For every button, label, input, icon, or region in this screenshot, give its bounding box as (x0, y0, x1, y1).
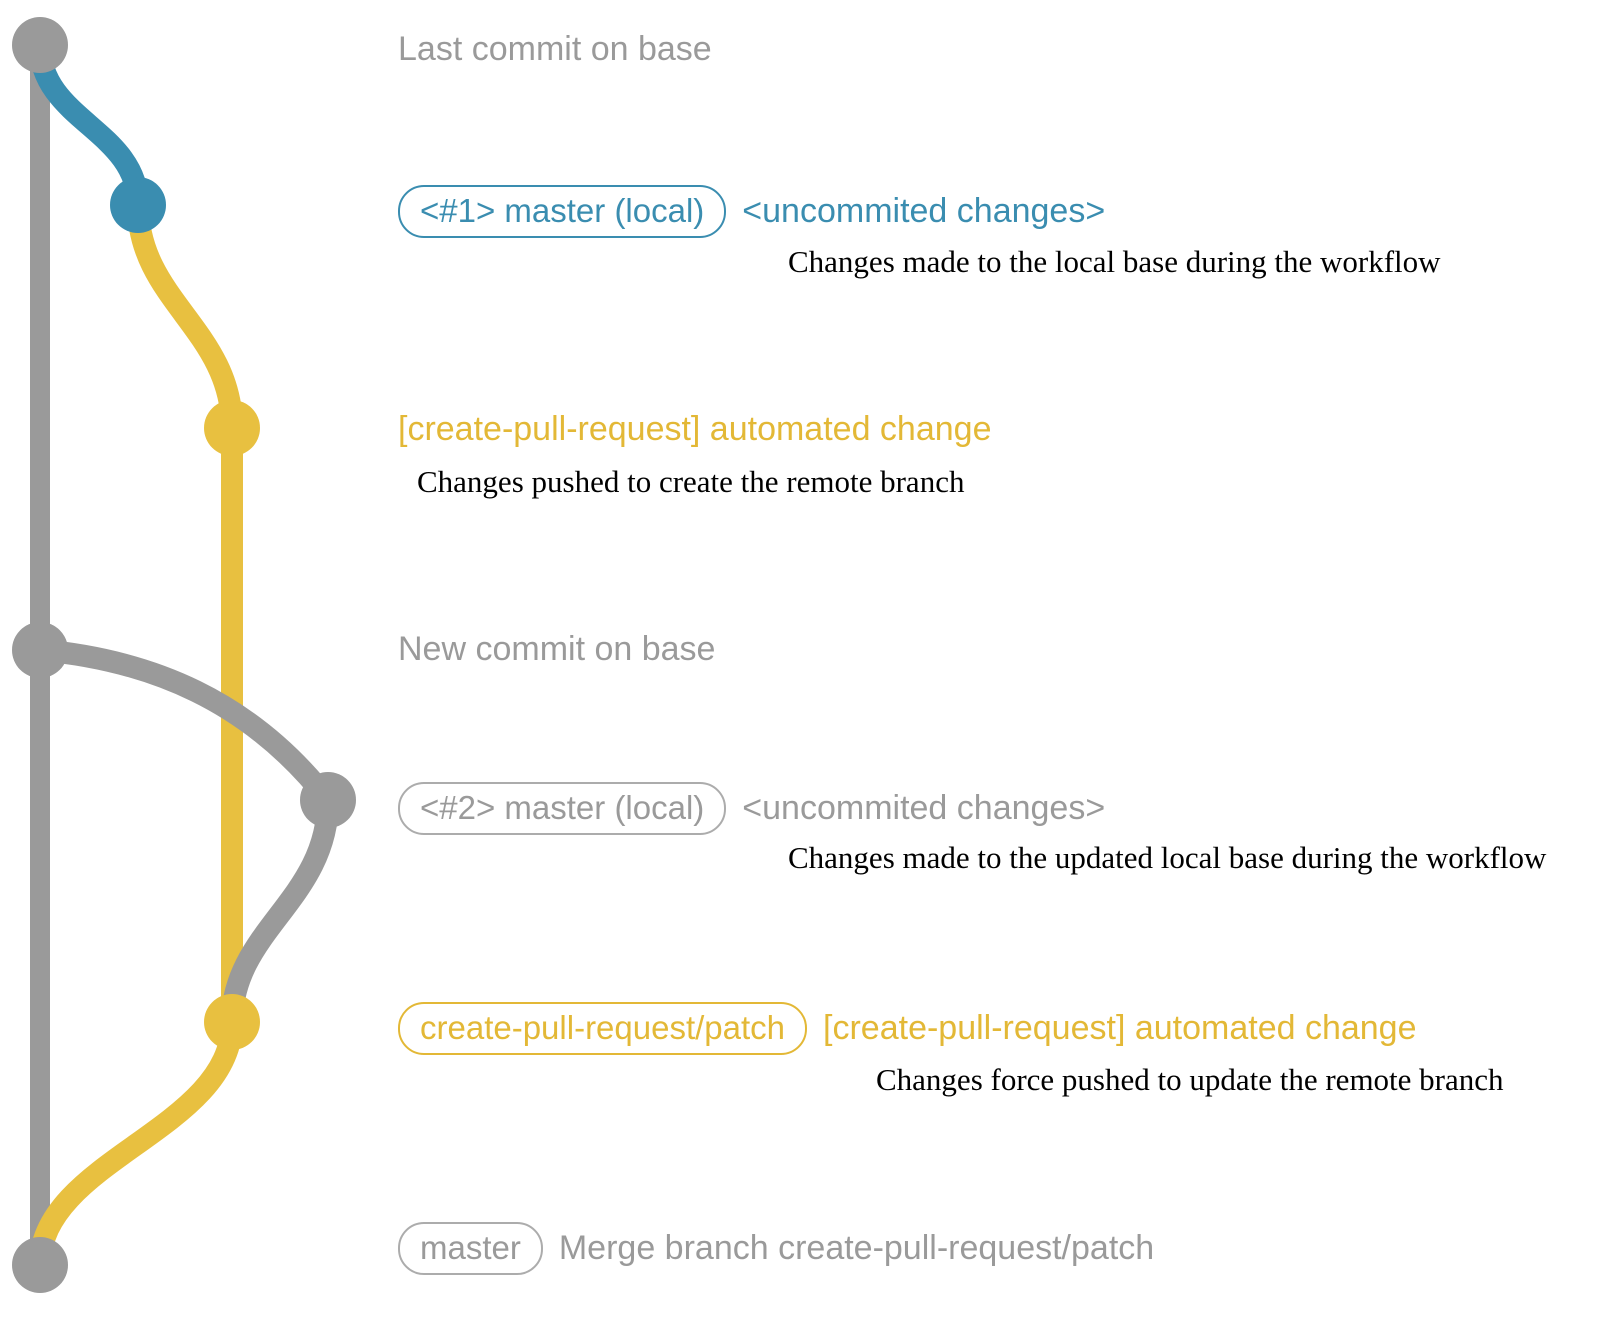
last-commit-on-base-node[interactable] (12, 17, 68, 73)
description-automated-change-1: Changes pushed to create the remote bran… (417, 464, 965, 499)
annotation-automated-change-2: create-pull-request/patch [create-pull-r… (398, 1002, 1417, 1055)
annotation-master-local-2: <#2> master (local) <uncommited changes> (398, 782, 1105, 835)
annotation-merge-commit: master Merge branch create-pull-request/… (398, 1222, 1154, 1275)
commit-title: Last commit on base (398, 30, 712, 68)
update-branch-line-1 (29, 639, 339, 811)
annotation-master-local-1: <#1> master (local) <uncommited changes> (398, 185, 1105, 238)
branch-badge-master[interactable]: master (398, 1222, 543, 1275)
description-automated-change-2: Changes force pushed to update the remot… (876, 1062, 1504, 1097)
commit-message-master-local-1: <uncommited changes> (742, 192, 1106, 230)
master-local-2-node[interactable] (300, 772, 356, 828)
automated-change-1-node[interactable] (204, 400, 260, 456)
master-local-1-node[interactable] (110, 177, 166, 233)
merge-commit-node[interactable] (12, 1237, 68, 1293)
annotation-automated-change-1: [create-pull-request] automated change (398, 410, 991, 449)
commit-title-new-commit-on-base: New commit on base (398, 630, 716, 668)
merge-line (29, 1011, 243, 1276)
automated-change-2-node[interactable] (204, 994, 260, 1050)
commit-message-master-local-2: <uncommited changes> (742, 789, 1106, 827)
patch-branch-line-1 (127, 194, 243, 439)
new-commit-on-base-node[interactable] (12, 622, 68, 678)
description-master-local-1: Changes made to the local base during th… (788, 244, 1441, 279)
update-branch-line-2 (221, 789, 339, 1033)
commit-message-merge: Merge branch create-pull-request/patch (558, 1229, 1155, 1267)
description-master-local-2: Changes made to the updated local base d… (788, 840, 1547, 875)
branch-badge-master-local-2[interactable]: <#2> master (local) (398, 782, 727, 835)
annotation-new-commit-on-base: New commit on base (398, 630, 715, 669)
branch-badge-master-local-1[interactable]: <#1> master (local) (398, 185, 727, 238)
branch-badge-create-pull-request-patch[interactable]: create-pull-request/patch (398, 1002, 808, 1055)
commit-message-automated-change-2: [create-pull-request] automated change (823, 1009, 1417, 1047)
commit-title-automated-change-1: [create-pull-request] automated change (398, 410, 992, 448)
annotation-last-commit-on-base: Last commit on base (398, 30, 712, 69)
